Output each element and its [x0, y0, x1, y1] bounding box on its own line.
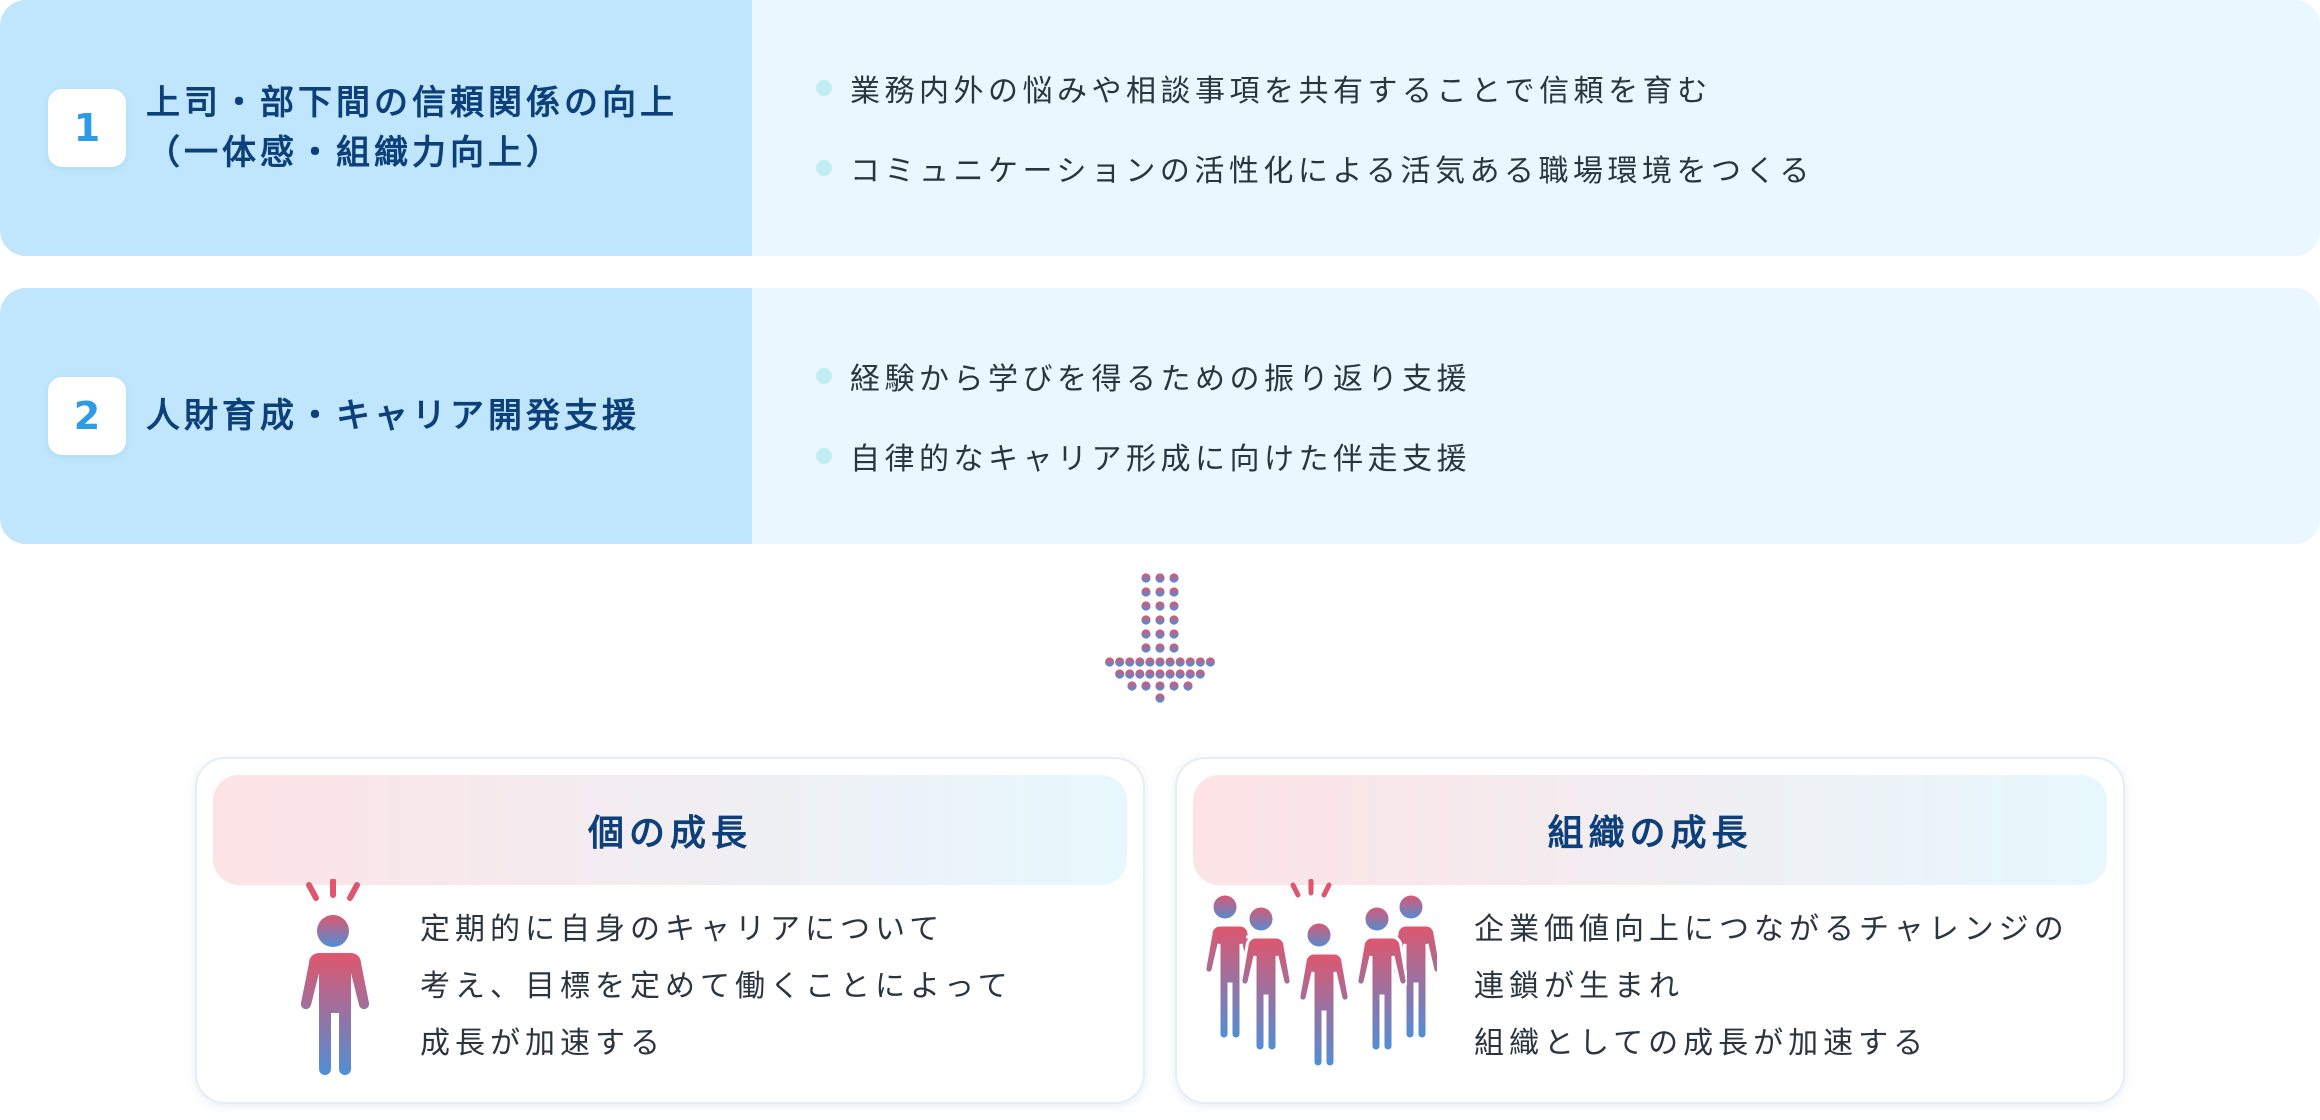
- person-icon: [300, 879, 370, 1075]
- card-description: 定期的に自身のキャリアについて 考え、目標を定めて働くことによって 成長が加速す…: [420, 901, 1013, 1072]
- arrow-dot: [1195, 657, 1205, 667]
- arrow-dot: [1169, 681, 1179, 691]
- arrow-dot: [1155, 669, 1165, 679]
- arrow-dot: [1115, 657, 1125, 667]
- bullet-dot-icon: [816, 368, 832, 384]
- arrow-dot: [1155, 601, 1165, 611]
- arrow-dot: [1125, 657, 1135, 667]
- arrow-dot: [1155, 629, 1165, 639]
- arrow-dot: [1185, 669, 1195, 679]
- bullet-text: 経験から学びを得るための振り返り支援: [850, 362, 1471, 397]
- arrow-dot: [1195, 669, 1205, 679]
- benefit-bullet-panel: 業務内外の悩みや相談事項を共有することで信頼を育む コミュニケーションの活性化に…: [752, 0, 2320, 256]
- arrow-dot: [1141, 573, 1151, 583]
- arrow-dot: [1141, 629, 1151, 639]
- benefit-title-line: 上司・部下間の信頼関係の向上: [146, 83, 678, 123]
- bullet-dot-icon: [816, 448, 832, 464]
- arrow-dot: [1141, 615, 1151, 625]
- arrow-dot: [1141, 601, 1151, 611]
- benefit-title: 人財育成・キャリア開発支援: [146, 391, 640, 441]
- arrow-dot: [1135, 657, 1145, 667]
- benefit-title-line: （一体感・組織力向上）: [146, 133, 564, 173]
- arrow-dot: [1169, 601, 1179, 611]
- arrow-dot: [1183, 681, 1193, 691]
- bullet-dot-icon: [816, 80, 832, 96]
- arrow-dot: [1169, 643, 1179, 653]
- arrow-dot: [1169, 587, 1179, 597]
- bullet-text: コミュニケーションの活性化による活気ある職場環境をつくる: [850, 154, 1814, 189]
- down-arrow-icon: [1105, 573, 1215, 703]
- benefit-title-line: 人財育成・キャリア開発支援: [146, 396, 640, 436]
- card-description-line: 成長が加速する: [420, 1026, 665, 1061]
- number-badge: 2: [48, 377, 126, 455]
- card-description-line: 考え、目標を定めて働くことによって: [420, 969, 1013, 1004]
- arrow-dot: [1135, 669, 1145, 679]
- bullet-item: 業務内外の悩みや相談事項を共有することで信頼を育む: [816, 48, 2320, 128]
- arrow-dot: [1165, 657, 1175, 667]
- arrow-dot: [1155, 657, 1165, 667]
- arrow-dot: [1175, 657, 1185, 667]
- group-icon: [1203, 879, 1437, 1069]
- arrow-dot: [1125, 669, 1135, 679]
- benefit-title-panel: 1 上司・部下間の信頼関係の向上 （一体感・組織力向上）: [0, 0, 752, 256]
- arrow-dot: [1185, 657, 1195, 667]
- bullet-text: 自律的なキャリア形成に向けた伴走支援: [850, 442, 1471, 477]
- arrow-dot: [1205, 657, 1215, 667]
- bullet-item: 自律的なキャリア形成に向けた伴走支援: [816, 416, 2320, 496]
- organization-growth-card: 組織の成長 企業価値向上につながるチャレンジの 連鎖が生まれ: [1175, 757, 2125, 1104]
- benefit-title: 上司・部下間の信頼関係の向上 （一体感・組織力向上）: [146, 78, 678, 178]
- arrow-dot: [1141, 681, 1151, 691]
- arrow-dot: [1169, 629, 1179, 639]
- arrow-dot: [1145, 669, 1155, 679]
- number-badge: 1: [48, 89, 126, 167]
- bullet-item: コミュニケーションの活性化による活気ある職場環境をつくる: [816, 128, 2320, 208]
- arrow-dot: [1155, 681, 1165, 691]
- arrow-dot: [1155, 693, 1165, 703]
- benefit-row-2: 2 人財育成・キャリア開発支援 経験から学びを得るための振り返り支援 自律的なキ…: [0, 288, 2320, 544]
- card-description: 企業価値向上につながるチャレンジの 連鎖が生まれ 組織としての成長が加速する: [1474, 901, 2069, 1072]
- arrow-dot: [1145, 657, 1155, 667]
- individual-growth-card: 個の成長 定期的に自身のキャリアについて 考え、目標を定めて働くことによって 成…: [195, 757, 1145, 1104]
- arrow-dot: [1115, 669, 1125, 679]
- card-description-line: 企業価値向上につながるチャレンジの: [1474, 912, 2069, 947]
- arrow-dot: [1105, 657, 1115, 667]
- card-description-line: 組織としての成長が加速する: [1474, 1026, 1929, 1061]
- bullet-text: 業務内外の悩みや相談事項を共有することで信頼を育む: [850, 74, 1712, 109]
- card-description-line: 連鎖が生まれ: [1474, 969, 1684, 1004]
- arrow-dot: [1175, 669, 1185, 679]
- arrow-dot: [1155, 615, 1165, 625]
- arrow-dot: [1169, 573, 1179, 583]
- arrow-dot: [1155, 587, 1165, 597]
- arrow-dot: [1155, 573, 1165, 583]
- benefit-title-panel: 2 人財育成・キャリア開発支援: [0, 288, 752, 544]
- card-title: 組織の成長: [1193, 775, 2107, 885]
- benefit-bullet-panel: 経験から学びを得るための振り返り支援 自律的なキャリア形成に向けた伴走支援: [752, 288, 2320, 544]
- arrow-dot: [1169, 615, 1179, 625]
- arrow-dot: [1141, 643, 1151, 653]
- bullet-dot-icon: [816, 160, 832, 176]
- card-title: 個の成長: [213, 775, 1127, 885]
- benefit-row-1: 1 上司・部下間の信頼関係の向上 （一体感・組織力向上） 業務内外の悩みや相談事…: [0, 0, 2320, 256]
- arrow-dot: [1165, 669, 1175, 679]
- arrow-dot: [1141, 587, 1151, 597]
- bullet-item: 経験から学びを得るための振り返り支援: [816, 336, 2320, 416]
- card-description-line: 定期的に自身のキャリアについて: [420, 912, 945, 947]
- arrow-dot: [1127, 681, 1137, 691]
- arrow-dot: [1155, 643, 1165, 653]
